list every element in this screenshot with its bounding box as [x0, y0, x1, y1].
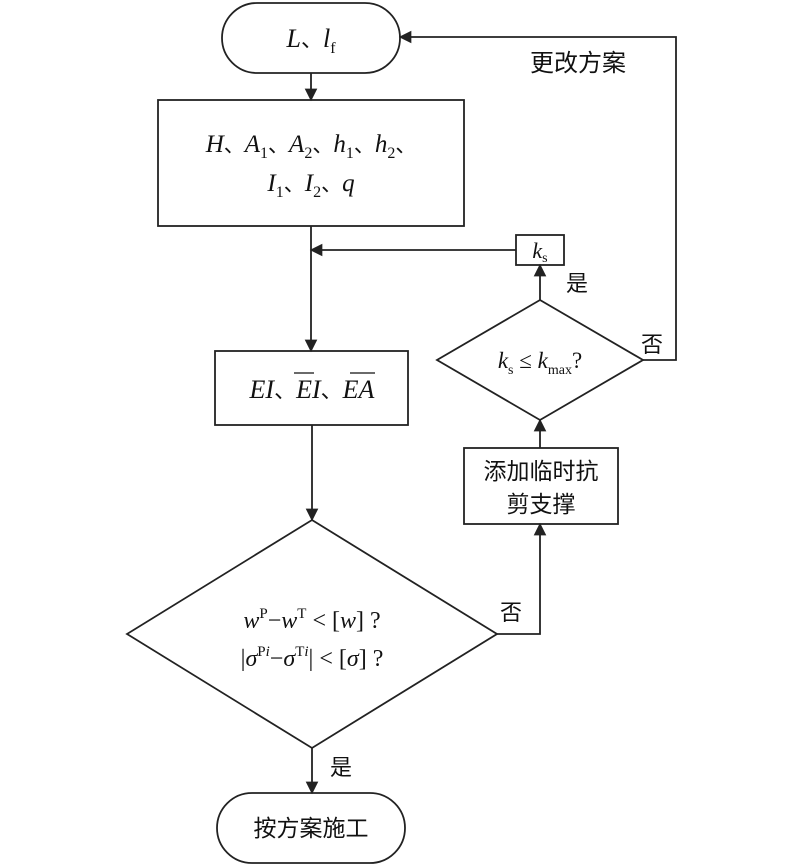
math-run: k — [498, 348, 509, 373]
math-run: q — [342, 170, 355, 197]
stiffness-sep-1: 、 — [274, 379, 296, 404]
math-run: 1 — [260, 145, 268, 162]
ks-box-sub: s — [542, 251, 547, 266]
svg-text:L、lf: L、lf — [285, 24, 336, 57]
math-run: − — [270, 646, 284, 672]
parameters-line-2: I1、I2、q — [266, 170, 354, 201]
ks-decision-text: ks ≤ kmax? — [498, 348, 582, 378]
math-run: T — [297, 606, 306, 622]
ks-box-k: k — [532, 238, 543, 263]
start-terminal: L、lf — [221, 2, 401, 74]
decision-line-1: wP−wT < [w] ? — [243, 606, 380, 634]
math-run: | < [ — [309, 646, 347, 672]
start-l: l — [323, 24, 330, 53]
math-run: w — [243, 608, 259, 634]
math-run: 1 — [346, 145, 354, 162]
math-run: h — [333, 131, 346, 158]
stiffness-ei-bar: EI — [295, 375, 322, 404]
label-no-check: 否 — [500, 601, 522, 626]
math-run: 、 — [224, 133, 245, 157]
end-terminal: 按方案施工 — [216, 792, 406, 864]
math-run: I — [304, 170, 315, 197]
math-run: P — [257, 644, 265, 660]
math-run: 、 — [354, 133, 375, 157]
math-run: σ — [347, 646, 360, 672]
parameters-box: H、A1、A2、h1、h2、 I1、I2、q — [157, 99, 465, 227]
math-run: σ — [283, 646, 296, 672]
math-run: 、 — [268, 133, 289, 157]
math-run: w — [281, 608, 297, 634]
start-l-sub: f — [330, 40, 336, 57]
math-run: 、 — [284, 172, 305, 196]
arrow-ks-no-change-plan — [398, 30, 677, 361]
stiffness-ei: EI — [249, 375, 276, 404]
math-run: A — [243, 131, 261, 158]
math-run: max — [548, 363, 572, 378]
math-run: ? — [572, 348, 582, 373]
math-run: 2 — [313, 184, 321, 201]
math-run: 2 — [304, 145, 312, 162]
ks-box: ks — [515, 234, 565, 266]
math-run: w — [340, 608, 356, 634]
math-run: 、 — [321, 172, 342, 196]
math-run: h — [375, 131, 388, 158]
math-run: A — [287, 131, 305, 158]
label-no-ks: 否 — [641, 333, 663, 358]
math-run: − — [268, 608, 282, 634]
math-run: σ — [245, 646, 258, 672]
svg-text:EI、EI、EA: EI、EI、EA — [249, 375, 375, 404]
math-run: k — [538, 348, 549, 373]
svg-text:ks: ks — [532, 238, 547, 266]
add-support-line-1: 添加临时抗 — [484, 459, 599, 485]
math-run: T — [295, 644, 304, 660]
end-label: 按方案施工 — [254, 816, 369, 842]
math-run: i — [266, 644, 270, 660]
math-run: < [ — [306, 608, 340, 634]
math-run: H — [205, 131, 226, 158]
math-run: ] ? — [359, 646, 384, 672]
label-yes-check: 是 — [330, 756, 352, 781]
add-support-line-2: 剪支撑 — [507, 492, 576, 518]
parameters-line-1: H、A1、A2、h1、h2、 — [205, 131, 417, 162]
math-run: 1 — [276, 184, 284, 201]
math-run: | — [241, 646, 246, 672]
math-run: 、 — [395, 133, 416, 157]
math-run: ] ? — [356, 608, 381, 634]
deflection-stress-decision: wP−wT < [w] ? |σPi−σTi| < [σ] ? — [125, 518, 499, 750]
stiffness-ea-bar: EA — [342, 375, 375, 404]
stiffness-sep-2: 、 — [321, 379, 343, 404]
math-run: s — [508, 363, 513, 378]
decision-line-2: |σPi−σTi| < [σ] ? — [241, 644, 384, 672]
start-sep: 、 — [301, 28, 323, 53]
ks-decision: ks ≤ kmax? — [435, 298, 645, 422]
math-run: ≤ — [514, 348, 538, 373]
add-support-box: 添加临时抗 剪支撑 — [463, 447, 619, 525]
math-run: P — [259, 606, 267, 622]
math-run: 、 — [312, 133, 333, 157]
math-run: I — [266, 170, 277, 197]
start-L: L — [285, 24, 300, 53]
label-change-plan: 更改方案 — [530, 49, 626, 77]
math-run: i — [304, 644, 308, 660]
math-run: 2 — [387, 145, 395, 162]
stiffness-box: EI、EI、EA — [214, 350, 409, 426]
label-yes-ks: 是 — [566, 272, 588, 297]
arrow-decision-no-to-support — [497, 522, 547, 635]
